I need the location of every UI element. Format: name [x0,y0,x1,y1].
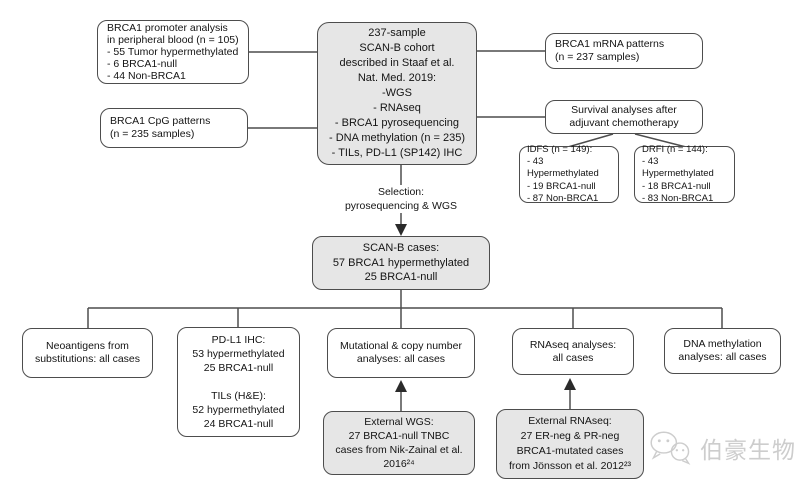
box-survival-analyses: Survival analyses after adjuvant chemoth… [545,100,703,134]
box-dna-methylation-analyses: DNA methylation analyses: all cases [664,328,781,374]
box-neoantigens: Neoantigens from substitutions: all case… [22,328,153,378]
watermark-text: 伯豪生物 [700,437,796,463]
box-pdl1-tils: PD-L1 IHC: 53 hypermethylated 25 BRCA1-n… [177,327,300,437]
box-external-rnaseq: External RNAseq: 27 ER-neg & PR-neg BRCA… [496,409,644,479]
box-brca1-mrna-patterns: BRCA1 mRNA patterns (n = 237 samples) [545,33,703,69]
selection-label: Selection: pyrosequencing & WGS [344,186,458,212]
box-mutational-copy-number: Mutational & copy number analyses: all c… [327,328,475,378]
box-external-wgs: External WGS: 27 BRCA1-null TNBC cases f… [323,411,475,475]
wechat-icon [650,431,691,465]
box-drfi: DRFI (n = 144): - 43 Hypermethylated - 1… [634,144,735,204]
watermark: 伯豪生物 [648,430,796,466]
box-brca1-cpg-patterns: BRCA1 CpG patterns (n = 235 samples) [100,108,248,148]
box-scanb-cohort-central: 237-sample SCAN-B cohort described in St… [317,22,477,165]
box-brca1-promoter-analysis: BRCA1 promoter analysis in peripheral bl… [97,20,249,84]
box-idfs: IDFS (n = 149): - 43 Hypermethylated - 1… [519,144,619,204]
box-rnaseq-analyses: RNAseq analyses: all cases [512,328,634,375]
box-scanb-cases: SCAN-B cases: 57 BRCA1 hypermethylated 2… [312,236,490,290]
